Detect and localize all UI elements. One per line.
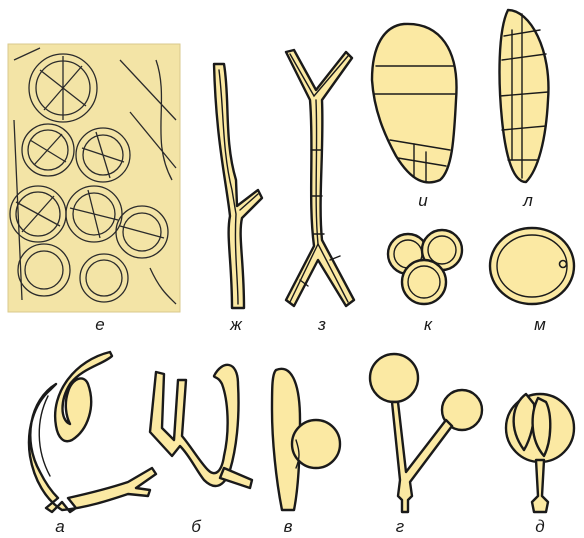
label-g: г — [396, 517, 404, 536]
panel-e-micrograph: е — [8, 44, 180, 334]
label-v: в — [284, 517, 293, 536]
panel-m-round-spore: м — [490, 228, 574, 334]
label-l: л — [522, 191, 533, 210]
label-i: и — [418, 191, 428, 210]
label-a: а — [55, 517, 64, 536]
label-d: д — [535, 517, 544, 536]
panel-d-sporangium: д — [506, 394, 574, 536]
panel-a-coiled-structure: а — [29, 352, 156, 536]
panel-i-multicelled-spore: и — [372, 24, 457, 210]
label-b: б — [191, 517, 202, 536]
label-k: к — [424, 315, 433, 334]
panel-v-gametangia: в — [272, 369, 340, 536]
label-zh: ж — [229, 315, 243, 334]
label-m: м — [534, 315, 546, 334]
label-e: е — [95, 315, 104, 334]
panel-k-spore-cluster: к — [388, 230, 462, 334]
panel-zh-branched-hypha: ж — [214, 64, 262, 334]
panel-b-forked-hypha: б — [150, 365, 252, 536]
panel-l-muriform-spore: л — [500, 10, 549, 210]
label-z: з — [317, 315, 326, 334]
panel-g-sporangiophores: г — [370, 354, 482, 536]
panel-z-septate-hypha: з — [286, 50, 354, 334]
